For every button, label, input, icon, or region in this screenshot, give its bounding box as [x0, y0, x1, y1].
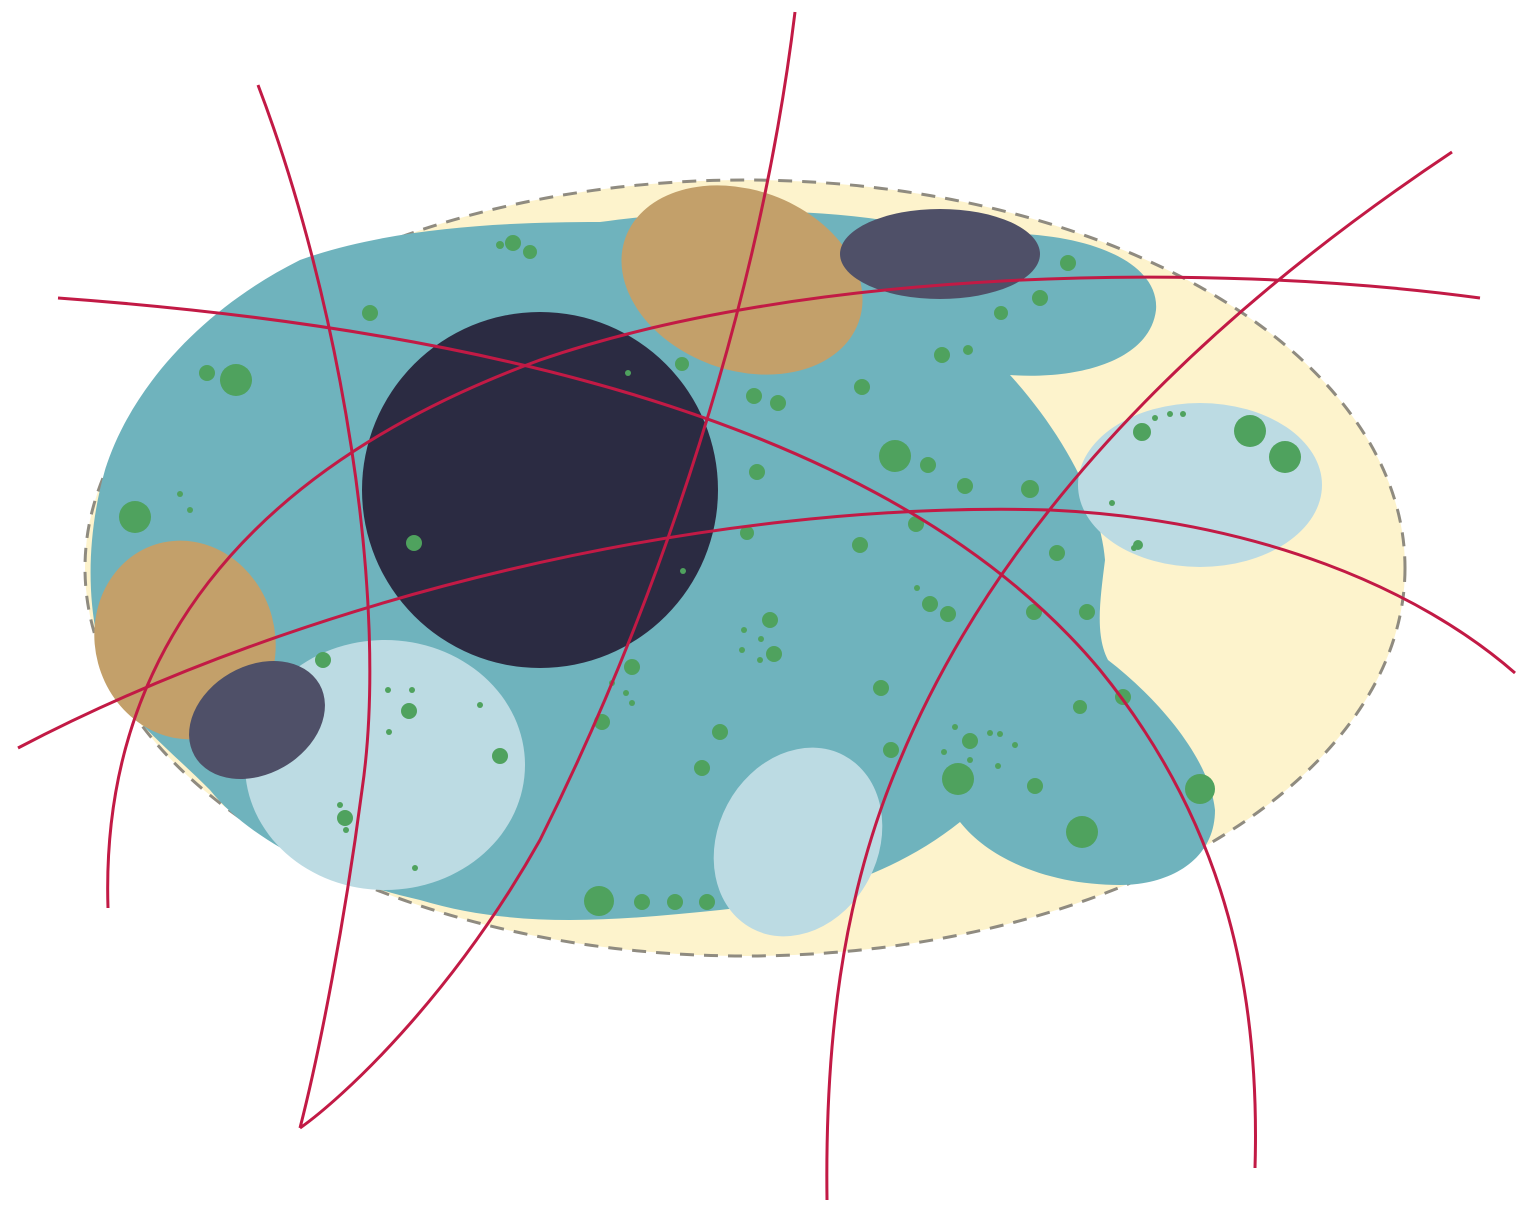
green-dot [337, 802, 343, 808]
green-dot [386, 729, 392, 735]
green-dot [994, 306, 1008, 320]
green-dot [343, 827, 349, 833]
green-dot [922, 596, 938, 612]
green-dot [315, 652, 331, 668]
green-dot [854, 379, 870, 395]
green-dot [766, 646, 782, 662]
green-dot [1066, 816, 1098, 848]
green-dot [873, 680, 889, 696]
green-dot [1133, 423, 1151, 441]
green-dot [1049, 545, 1065, 561]
green-dot [920, 457, 936, 473]
green-dot [385, 687, 391, 693]
green-dot [987, 730, 993, 736]
green-dot [401, 703, 417, 719]
green-dot [1152, 415, 1158, 421]
green-dot [1109, 500, 1115, 506]
green-dot [746, 388, 762, 404]
green-dot [1073, 700, 1087, 714]
green-dot [749, 464, 765, 480]
green-dot [940, 606, 956, 622]
green-dot [1167, 411, 1173, 417]
green-dot [337, 810, 353, 826]
green-dot [952, 724, 958, 730]
green-dot [523, 245, 537, 259]
green-dot [1234, 415, 1266, 447]
green-dot [634, 894, 650, 910]
green-dot [883, 742, 899, 758]
green-dot [624, 659, 640, 675]
green-dot [995, 763, 1001, 769]
green-dot [187, 507, 193, 513]
green-dot [1012, 742, 1018, 748]
green-dot [699, 894, 715, 910]
green-dot [694, 760, 710, 776]
green-dot [1079, 604, 1095, 620]
green-dot [997, 731, 1003, 737]
green-dot [1180, 411, 1186, 417]
green-dot [625, 370, 631, 376]
green-dot [412, 865, 418, 871]
dark-core [362, 312, 718, 668]
green-dot [119, 501, 151, 533]
green-dot [220, 364, 252, 396]
green-dot [758, 636, 764, 642]
green-dot [680, 568, 686, 574]
green-dot [1131, 545, 1137, 551]
green-dot [762, 612, 778, 628]
green-dot [741, 627, 747, 633]
green-dot [962, 733, 978, 749]
green-dot [1060, 255, 1076, 271]
green-dot [852, 537, 868, 553]
green-dot [505, 235, 521, 251]
green-dot [199, 365, 215, 381]
green-dot [584, 886, 614, 916]
green-dot [667, 894, 683, 910]
green-dot [942, 763, 974, 795]
green-dot [712, 724, 728, 740]
green-dot [623, 690, 629, 696]
green-dot [477, 702, 483, 708]
green-dot [177, 491, 183, 497]
green-dot [963, 345, 973, 355]
green-dot [492, 748, 508, 764]
green-dot [941, 749, 947, 755]
green-dot [496, 241, 504, 249]
green-dot [757, 657, 763, 663]
green-dot [1021, 480, 1039, 498]
green-dot [629, 700, 635, 706]
green-dot [1185, 774, 1215, 804]
green-dot [362, 305, 378, 321]
green-dot [1027, 778, 1043, 794]
green-dot [1269, 441, 1301, 473]
green-dot [957, 478, 973, 494]
green-dot [770, 395, 786, 411]
green-dot [967, 757, 973, 763]
green-dot [675, 357, 689, 371]
green-dot [934, 347, 950, 363]
green-dot [409, 687, 415, 693]
green-dot [406, 535, 422, 551]
green-dot [879, 440, 911, 472]
green-dot [1032, 290, 1048, 306]
green-dot [739, 647, 745, 653]
pale-region-right [1078, 403, 1322, 567]
green-dot [914, 585, 920, 591]
